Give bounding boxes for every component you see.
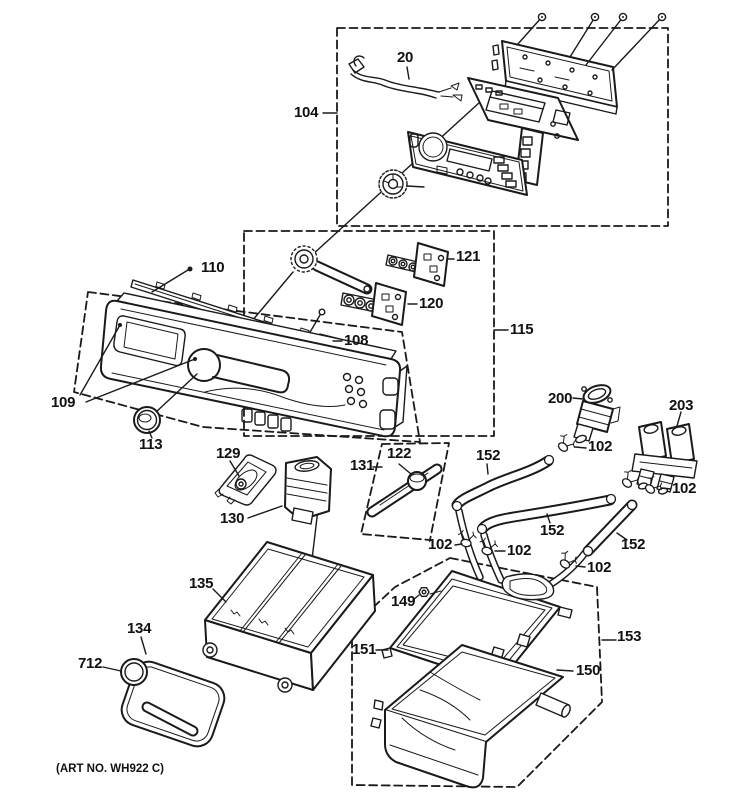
callout-134: 134	[127, 620, 152, 637]
callout-113: 113	[139, 436, 163, 453]
callout-712: 712	[78, 655, 103, 672]
box-104	[336, 27, 669, 227]
callout-153: 153	[617, 628, 642, 645]
callout-129: 129	[216, 445, 241, 462]
callout-121: 121	[456, 248, 481, 265]
callout-102-3: 102	[428, 536, 453, 553]
box-panel-109	[73, 291, 421, 443]
callout-131: 131	[350, 457, 375, 474]
callout-203: 203	[669, 397, 694, 414]
callout-200: 200	[548, 390, 573, 407]
control-board	[467, 77, 579, 141]
fill-hoses	[451, 454, 638, 588]
callout-152-2: 152	[540, 522, 565, 539]
callout-115: 115	[510, 321, 534, 338]
leader-lines	[79, 66, 682, 672]
siphon-122	[366, 463, 443, 518]
callout-149: 149	[391, 593, 416, 610]
wire-harness	[348, 55, 463, 102]
callout-108: 108	[344, 332, 369, 349]
callout-102-5: 102	[587, 559, 612, 576]
callout-110: 110	[201, 259, 225, 276]
box-153	[351, 557, 603, 788]
nut-149	[418, 587, 442, 597]
screw-icon	[618, 12, 628, 22]
box-131	[360, 442, 450, 541]
alignment-line-knob113	[155, 373, 198, 413]
callout-150: 150	[576, 662, 601, 679]
screw-icon	[657, 12, 667, 22]
callout-130: 130	[220, 510, 245, 527]
callout-109: 109	[51, 394, 76, 411]
callout-104: 104	[294, 104, 319, 121]
callout-152-1: 152	[476, 447, 501, 464]
callout-152-3: 152	[621, 536, 646, 553]
callout-20: 20	[397, 49, 414, 66]
callout-102-4: 102	[507, 542, 532, 559]
callout-122: 122	[387, 445, 412, 462]
knob-113	[133, 406, 161, 434]
dispenser-body-150	[370, 644, 571, 789]
mounting-screws	[516, 12, 667, 71]
callout-120: 120	[419, 295, 444, 312]
valve-200	[573, 384, 621, 444]
funnel-130	[284, 456, 332, 569]
screw-icon	[590, 12, 600, 22]
callout-135: 135	[189, 575, 214, 592]
timer-encoder	[290, 245, 373, 295]
cup-insert-129	[214, 454, 277, 506]
callout-151: 151	[352, 641, 377, 658]
art-number: (ART NO. WH922 C)	[56, 763, 164, 775]
switch-board-121	[385, 242, 449, 287]
switch-board-120	[340, 282, 407, 326]
control-panel-bezel	[99, 292, 408, 438]
selector-knob-104	[378, 169, 425, 199]
screw-icon	[537, 12, 547, 22]
callout-102-2: 102	[672, 480, 697, 497]
keyhole-cutout	[187, 348, 221, 382]
handle-134	[120, 658, 226, 748]
window-cutout	[113, 315, 186, 367]
callout-102-1: 102	[588, 438, 613, 455]
front-display-board	[407, 131, 528, 196]
drawer-135	[202, 541, 376, 693]
